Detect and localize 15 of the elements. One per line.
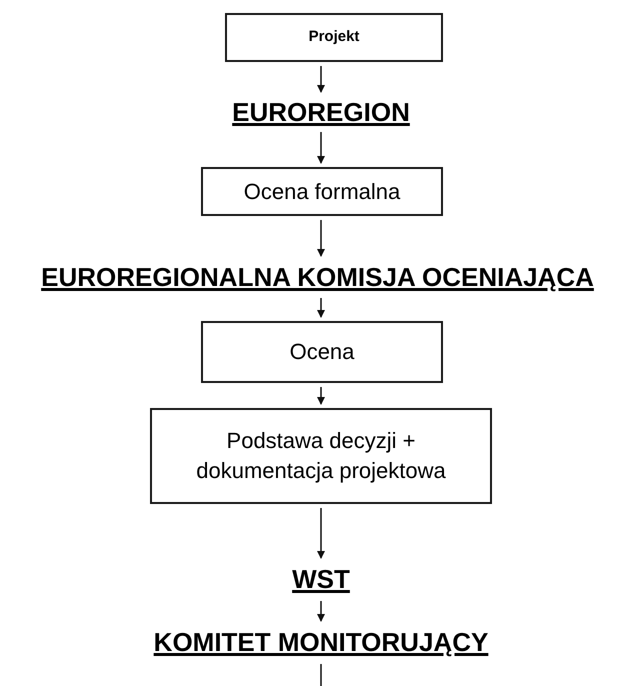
heading-label: EUROREGION — [171, 96, 471, 128]
heading-label: EUROREGIONALNA KOMISJA OCENIAJĄCA — [0, 260, 635, 294]
arrow — [317, 601, 325, 622]
arrow — [317, 132, 325, 164]
heading-label: KOMITET MONITORUJĄCY — [60, 625, 582, 660]
arrow — [317, 66, 325, 93]
heading-label: WST — [171, 562, 471, 597]
arrow — [317, 387, 325, 405]
arrow — [317, 298, 325, 318]
arrow — [317, 508, 325, 559]
process-box: Ocena formalna — [201, 167, 443, 216]
arrow — [317, 220, 325, 257]
process-box: Projekt — [225, 13, 443, 62]
process-box: Podstawa decyzji + dokumentacja projektowa — [150, 408, 492, 504]
process-box: Ocena — [201, 321, 443, 383]
